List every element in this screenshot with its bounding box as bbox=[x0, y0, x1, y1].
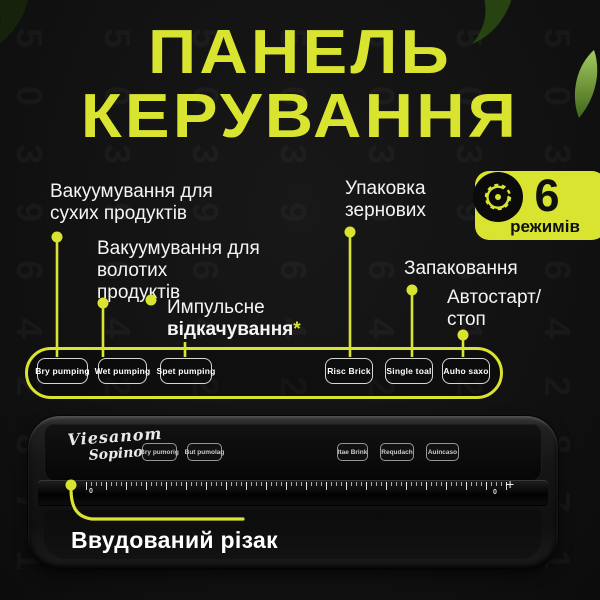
callout-wet-vacuum: Вакуумування для волотих продуктів bbox=[97, 238, 260, 304]
mode-button-single-seal: Single toal bbox=[385, 358, 433, 384]
callout-line: Упаковка bbox=[345, 178, 426, 199]
dial-spiral bbox=[486, 185, 510, 209]
leaf-shape bbox=[574, 50, 598, 118]
ruler-zero-right: 0 bbox=[493, 489, 497, 496]
dial-ring bbox=[484, 183, 512, 211]
device-control-face bbox=[44, 424, 542, 482]
cutter-ruler-scale bbox=[86, 482, 508, 490]
ruler-plus-mark: + bbox=[506, 476, 515, 492]
ruler-zero-left: 0 bbox=[89, 488, 93, 495]
connector-dot-grain bbox=[344, 226, 356, 238]
page-title-line-1: ПАНЕЛЬ bbox=[147, 18, 453, 87]
page-title-line-2: КЕРУВАННЯ bbox=[80, 82, 520, 151]
modes-dial-icon bbox=[484, 183, 512, 211]
dial-center-dot bbox=[495, 194, 501, 200]
badge-icon-circle bbox=[473, 172, 523, 222]
callout-line: волотих bbox=[97, 260, 168, 281]
callout-line: Запаковання bbox=[404, 258, 518, 279]
modes-count-label: режимів bbox=[510, 217, 580, 236]
callout-grain-packing: Упаковка зернових bbox=[345, 178, 426, 222]
callout-line: стоп bbox=[447, 309, 486, 330]
connector-dot-dry bbox=[51, 231, 63, 243]
connector-dot-seal bbox=[406, 284, 418, 296]
device-button-seal: Requdach bbox=[380, 443, 414, 461]
mode-button-rice-brick: Risc Brick bbox=[325, 358, 373, 384]
callout-line: Автостарт/ bbox=[447, 287, 542, 308]
mode-button-spot-pumping: Spet pumping bbox=[156, 358, 215, 384]
device-button-dry-pumping: Bry pumorig bbox=[140, 443, 179, 461]
callout-line: Импульсне bbox=[167, 297, 265, 318]
modes-count: 6 bbox=[534, 170, 560, 221]
device-button-wet-pumping: But pumolag bbox=[185, 443, 224, 461]
callout-sealing: Запаковання bbox=[404, 258, 518, 280]
callout-built-in-cutter: Ввудований різак bbox=[71, 527, 278, 553]
mode-button-wet-pumping: Wet pumping bbox=[95, 358, 150, 384]
leaf-decoration-top-left bbox=[0, 0, 29, 44]
callout-dry-vacuum: Вакуумування для сухих продуктів bbox=[50, 181, 213, 225]
leaf-decoration-top bbox=[472, 0, 512, 44]
leaf-shape bbox=[0, 0, 29, 44]
footnote-asterisk: * bbox=[293, 319, 301, 340]
device-button-auto: Auincaso bbox=[426, 443, 459, 461]
callout-line: Вакуумування для bbox=[97, 238, 260, 259]
modes-count-badge: 6 режимів bbox=[473, 170, 600, 240]
leaf-decoration-right bbox=[574, 50, 598, 118]
callout-line: сухих продуктів bbox=[50, 203, 188, 224]
callout-autostart-stop: Автостарт/ стоп bbox=[447, 287, 541, 331]
callout-line: Вакуумування для bbox=[50, 181, 213, 202]
callout-line: відкачування bbox=[167, 319, 294, 340]
leaf-shape bbox=[472, 0, 512, 44]
callout-pulse-pumping: Импульсне відкачування* bbox=[167, 297, 301, 341]
mode-buttons-outline-box bbox=[25, 347, 503, 399]
mode-button-auto: Auho saxo bbox=[442, 358, 490, 384]
device-button-rice-brick: Itae Brink bbox=[337, 443, 368, 461]
callout-line: зернових bbox=[345, 200, 426, 221]
mode-button-dry-pumping: Bry pumping bbox=[35, 358, 90, 384]
callout-line: продуктів bbox=[97, 282, 181, 303]
